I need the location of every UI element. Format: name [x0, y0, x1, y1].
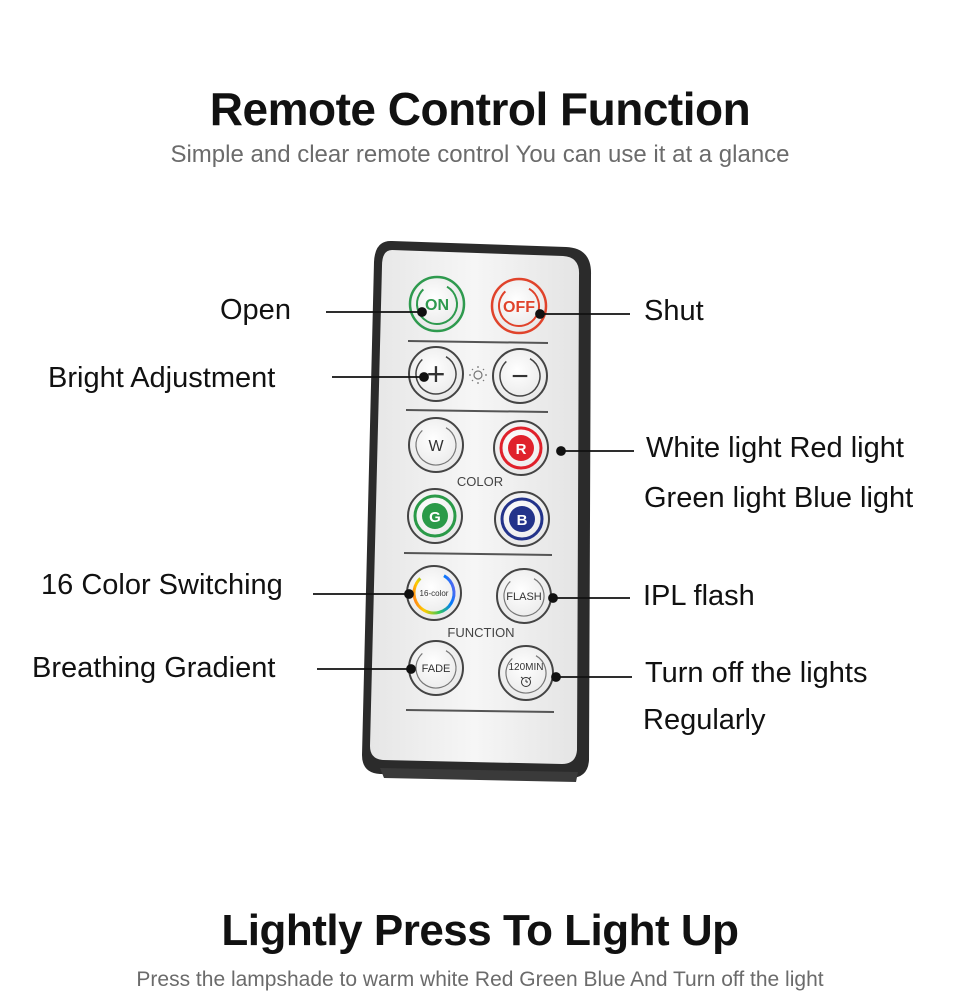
white-button-label: W [428, 438, 444, 455]
red-button-label: R [516, 441, 527, 458]
off-button-label: OFF [503, 299, 535, 316]
green-button-label: G [429, 509, 441, 526]
flash-button: FLASH [496, 568, 552, 624]
brightness-down-button: − [492, 348, 548, 404]
callout-ipl-flash: IPL flash [643, 580, 755, 612]
sixteen-color-label: 16-color [420, 589, 449, 598]
callout-open: Open [220, 294, 291, 326]
red-button: R [493, 420, 549, 476]
on-button: ON [408, 275, 466, 333]
sun-icon [469, 366, 487, 384]
page-title: Remote Control Function [209, 83, 751, 135]
callout-bright-adjustment: Bright Adjustment [48, 362, 276, 394]
footer-subtitle: Press the lampshade to warm white Red Gr… [136, 968, 824, 991]
off-button: OFF [490, 277, 548, 335]
brightness-up-button: + [408, 346, 464, 402]
plus-label: + [427, 356, 446, 392]
callout-16-color-switching: 16 Color Switching [41, 569, 283, 601]
on-button-label: ON [425, 297, 449, 314]
minus-label: − [511, 360, 529, 393]
callout-colors-line1: White light Red light [646, 432, 904, 464]
flash-button-label: FLASH [506, 591, 542, 603]
blue-button-label: B [517, 512, 528, 529]
fade-button-label: FADE [422, 663, 451, 675]
callout-timer-line1: Turn off the lights [645, 657, 868, 689]
white-button: W [408, 417, 464, 473]
blue-button: B [494, 491, 550, 547]
fade-button: FADE [408, 640, 464, 696]
page-subtitle: Simple and clear remote control You can … [170, 141, 790, 168]
callout-colors-line2: Green light Blue light [644, 482, 914, 514]
green-button: G [407, 488, 463, 544]
function-section-label: FUNCTION [447, 625, 514, 640]
footer-title: Lightly Press To Light Up [221, 906, 739, 955]
callout-shut: Shut [644, 295, 704, 327]
callout-timer-line2: Regularly [643, 704, 766, 736]
timer-button: 120MIN [498, 645, 554, 701]
color-section-label: COLOR [457, 474, 503, 489]
timer-button-label: 120MIN [508, 662, 543, 673]
alarm-clock-icon [520, 676, 532, 687]
callout-breathing-gradient: Breathing Gradient [32, 652, 276, 684]
sixteen-color-button: 16-color [406, 565, 462, 621]
